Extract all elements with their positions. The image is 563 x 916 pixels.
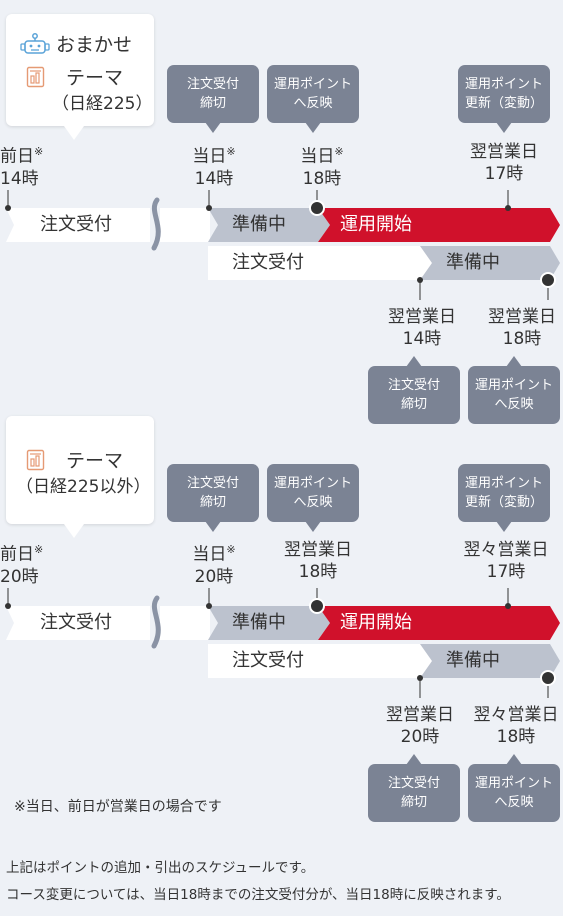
reflect-bottom-2-line1: 運用ポイント <box>474 776 553 791</box>
legend-theme: テーマ <box>26 63 123 90</box>
legend-theme-2-sub: （日経225以外） <box>16 477 151 497</box>
time-t3-hour: 18時 <box>302 168 342 189</box>
time2-t4: 翌々営業日 17時 <box>452 539 560 583</box>
reflect-2-line1: 運用ポイント <box>273 476 352 491</box>
time2-b2-hour: 18時 <box>496 727 536 747</box>
time2-t3: 翌営業日 18時 <box>272 539 364 583</box>
time2-t1-day: 前日 <box>0 544 34 565</box>
time2-t1: 前日※ 20時 <box>0 539 43 588</box>
time-t2-hour: 14時 <box>194 168 234 189</box>
time2-t4-hour: 17時 <box>486 562 526 582</box>
order-close-2-line2: 締切 <box>199 495 226 510</box>
footnote: ※当日、前日が営業日の場合です <box>14 799 222 815</box>
legend-theme-2-label: テーマ <box>66 450 124 472</box>
reflect-bubble-bottom-2: 運用ポイント へ反映 <box>468 754 560 822</box>
order-close-bottom-line2: 締切 <box>400 397 427 412</box>
legend-theme-label: テーマ <box>66 67 124 89</box>
legend-card-2 <box>6 416 154 538</box>
time-t3: 当日※ 18時 <box>282 141 362 190</box>
bar-order: 注文受付 <box>40 214 112 235</box>
reflect-bubble: 運用ポイント へ反映 <box>267 65 359 133</box>
time2-t2-hour: 20時 <box>194 566 234 587</box>
order-close-bubble: 注文受付 締切 <box>167 65 259 133</box>
time2-b1: 翌営業日 20時 <box>372 704 468 748</box>
order-close-bottom-2-line2: 締切 <box>400 795 427 810</box>
time2-b2: 翌々営業日 18時 <box>470 704 562 748</box>
time-t1-day: 前日 <box>0 146 34 167</box>
order-close-bubble-2: 注文受付 締切 <box>167 464 259 532</box>
renew-bubble: 運用ポイント 更新（変動） <box>458 65 550 133</box>
time-b2-hour: 18時 <box>502 329 542 349</box>
reflect-bottom-line2: へ反映 <box>494 397 534 412</box>
time-t2: 当日※ 14時 <box>174 141 254 190</box>
bar-start: 運用開始 <box>340 214 412 235</box>
renew-2-line1: 運用ポイント <box>464 476 543 491</box>
time-t1: 前日※ 14時 <box>0 141 43 190</box>
reflect-line1: 運用ポイント <box>273 77 352 92</box>
renew-line1: 運用ポイント <box>464 77 543 92</box>
t2-1-mark: ※ <box>34 543 44 556</box>
t2-mark: ※ <box>226 145 236 158</box>
reflect-line2: へ反映 <box>293 96 333 111</box>
time2-t3-hour: 18時 <box>298 562 338 582</box>
time-t1-hour: 14時 <box>0 168 39 189</box>
time-t4-hour: 17時 <box>484 164 524 184</box>
bar2-prep: 準備中 <box>232 612 286 633</box>
time2-t1-hour: 20時 <box>0 566 39 587</box>
bar-prep2: 準備中 <box>446 252 500 273</box>
bar2-start: 運用開始 <box>340 612 412 633</box>
order-close-bubble-bottom-2: 注文受付 締切 <box>368 754 460 822</box>
chart-doc-icon <box>26 449 48 471</box>
reflect-bubble-2: 運用ポイント へ反映 <box>267 464 359 532</box>
renew-2-line2: 更新（変動） <box>464 495 543 510</box>
order-close-line2: 締切 <box>199 96 226 111</box>
time-t4-day: 翌営業日 <box>470 142 538 162</box>
t3-mark: ※ <box>334 145 344 158</box>
time-t2-day: 当日 <box>192 146 227 167</box>
time-b2: 翌営業日 18時 <box>476 306 563 350</box>
t2-2-mark: ※ <box>226 543 236 556</box>
note-line1: 上記はポイントの追加・引出のスケジュールです。 <box>6 860 315 876</box>
time-b1-day: 翌営業日 <box>388 307 456 327</box>
time-t4: 翌営業日 17時 <box>458 141 550 185</box>
time2-b2-day: 翌々営業日 <box>473 705 559 725</box>
renew-line2: 更新（変動） <box>464 96 543 111</box>
legend-theme-2: テーマ <box>26 446 123 473</box>
bar2-prep2: 準備中 <box>446 650 500 671</box>
legend-theme-sub: （日経225） <box>52 94 153 114</box>
reflect-bottom-2-line2: へ反映 <box>494 795 534 810</box>
time2-t2: 当日※ 20時 <box>174 539 254 588</box>
reflect-2-line2: へ反映 <box>293 495 333 510</box>
order-close-2-line1: 注文受付 <box>186 476 239 491</box>
order-close-line1: 注文受付 <box>186 77 239 92</box>
chart-doc-icon <box>26 66 48 88</box>
bar2-order2: 注文受付 <box>232 650 304 671</box>
time-b1: 翌営業日 14時 <box>376 306 468 350</box>
time2-b1-hour: 20時 <box>400 727 440 747</box>
bar-prep: 準備中 <box>232 214 286 235</box>
legend-omakase: おまかせ <box>20 30 132 57</box>
reflect-bubble-bottom: 運用ポイント へ反映 <box>468 356 560 424</box>
legend-omakase-label: おまかせ <box>56 34 133 56</box>
reflect-bottom-line1: 運用ポイント <box>474 378 553 393</box>
note-line2: コース変更については、当日18時までの注文受付分が、当日18時に反映されます。 <box>6 887 510 903</box>
t1-mark: ※ <box>34 145 44 158</box>
time-b2-day: 翌営業日 <box>488 307 556 327</box>
bar-order2: 注文受付 <box>232 252 304 273</box>
order-close-bottom-2-line1: 注文受付 <box>387 776 440 791</box>
bar2-order: 注文受付 <box>40 612 112 633</box>
time2-t3-day: 翌営業日 <box>284 540 352 560</box>
order-close-bubble-bottom: 注文受付 締切 <box>368 356 460 424</box>
order-close-bottom-line1: 注文受付 <box>387 378 440 393</box>
time-t3-day: 当日 <box>300 146 335 167</box>
time2-b1-day: 翌営業日 <box>386 705 454 725</box>
time2-t4-day: 翌々営業日 <box>463 540 549 560</box>
robot-icon <box>20 32 50 55</box>
time2-t2-day: 当日 <box>192 544 227 565</box>
renew-bubble-2: 運用ポイント 更新（変動） <box>458 464 550 532</box>
time-b1-hour: 14時 <box>402 329 442 349</box>
